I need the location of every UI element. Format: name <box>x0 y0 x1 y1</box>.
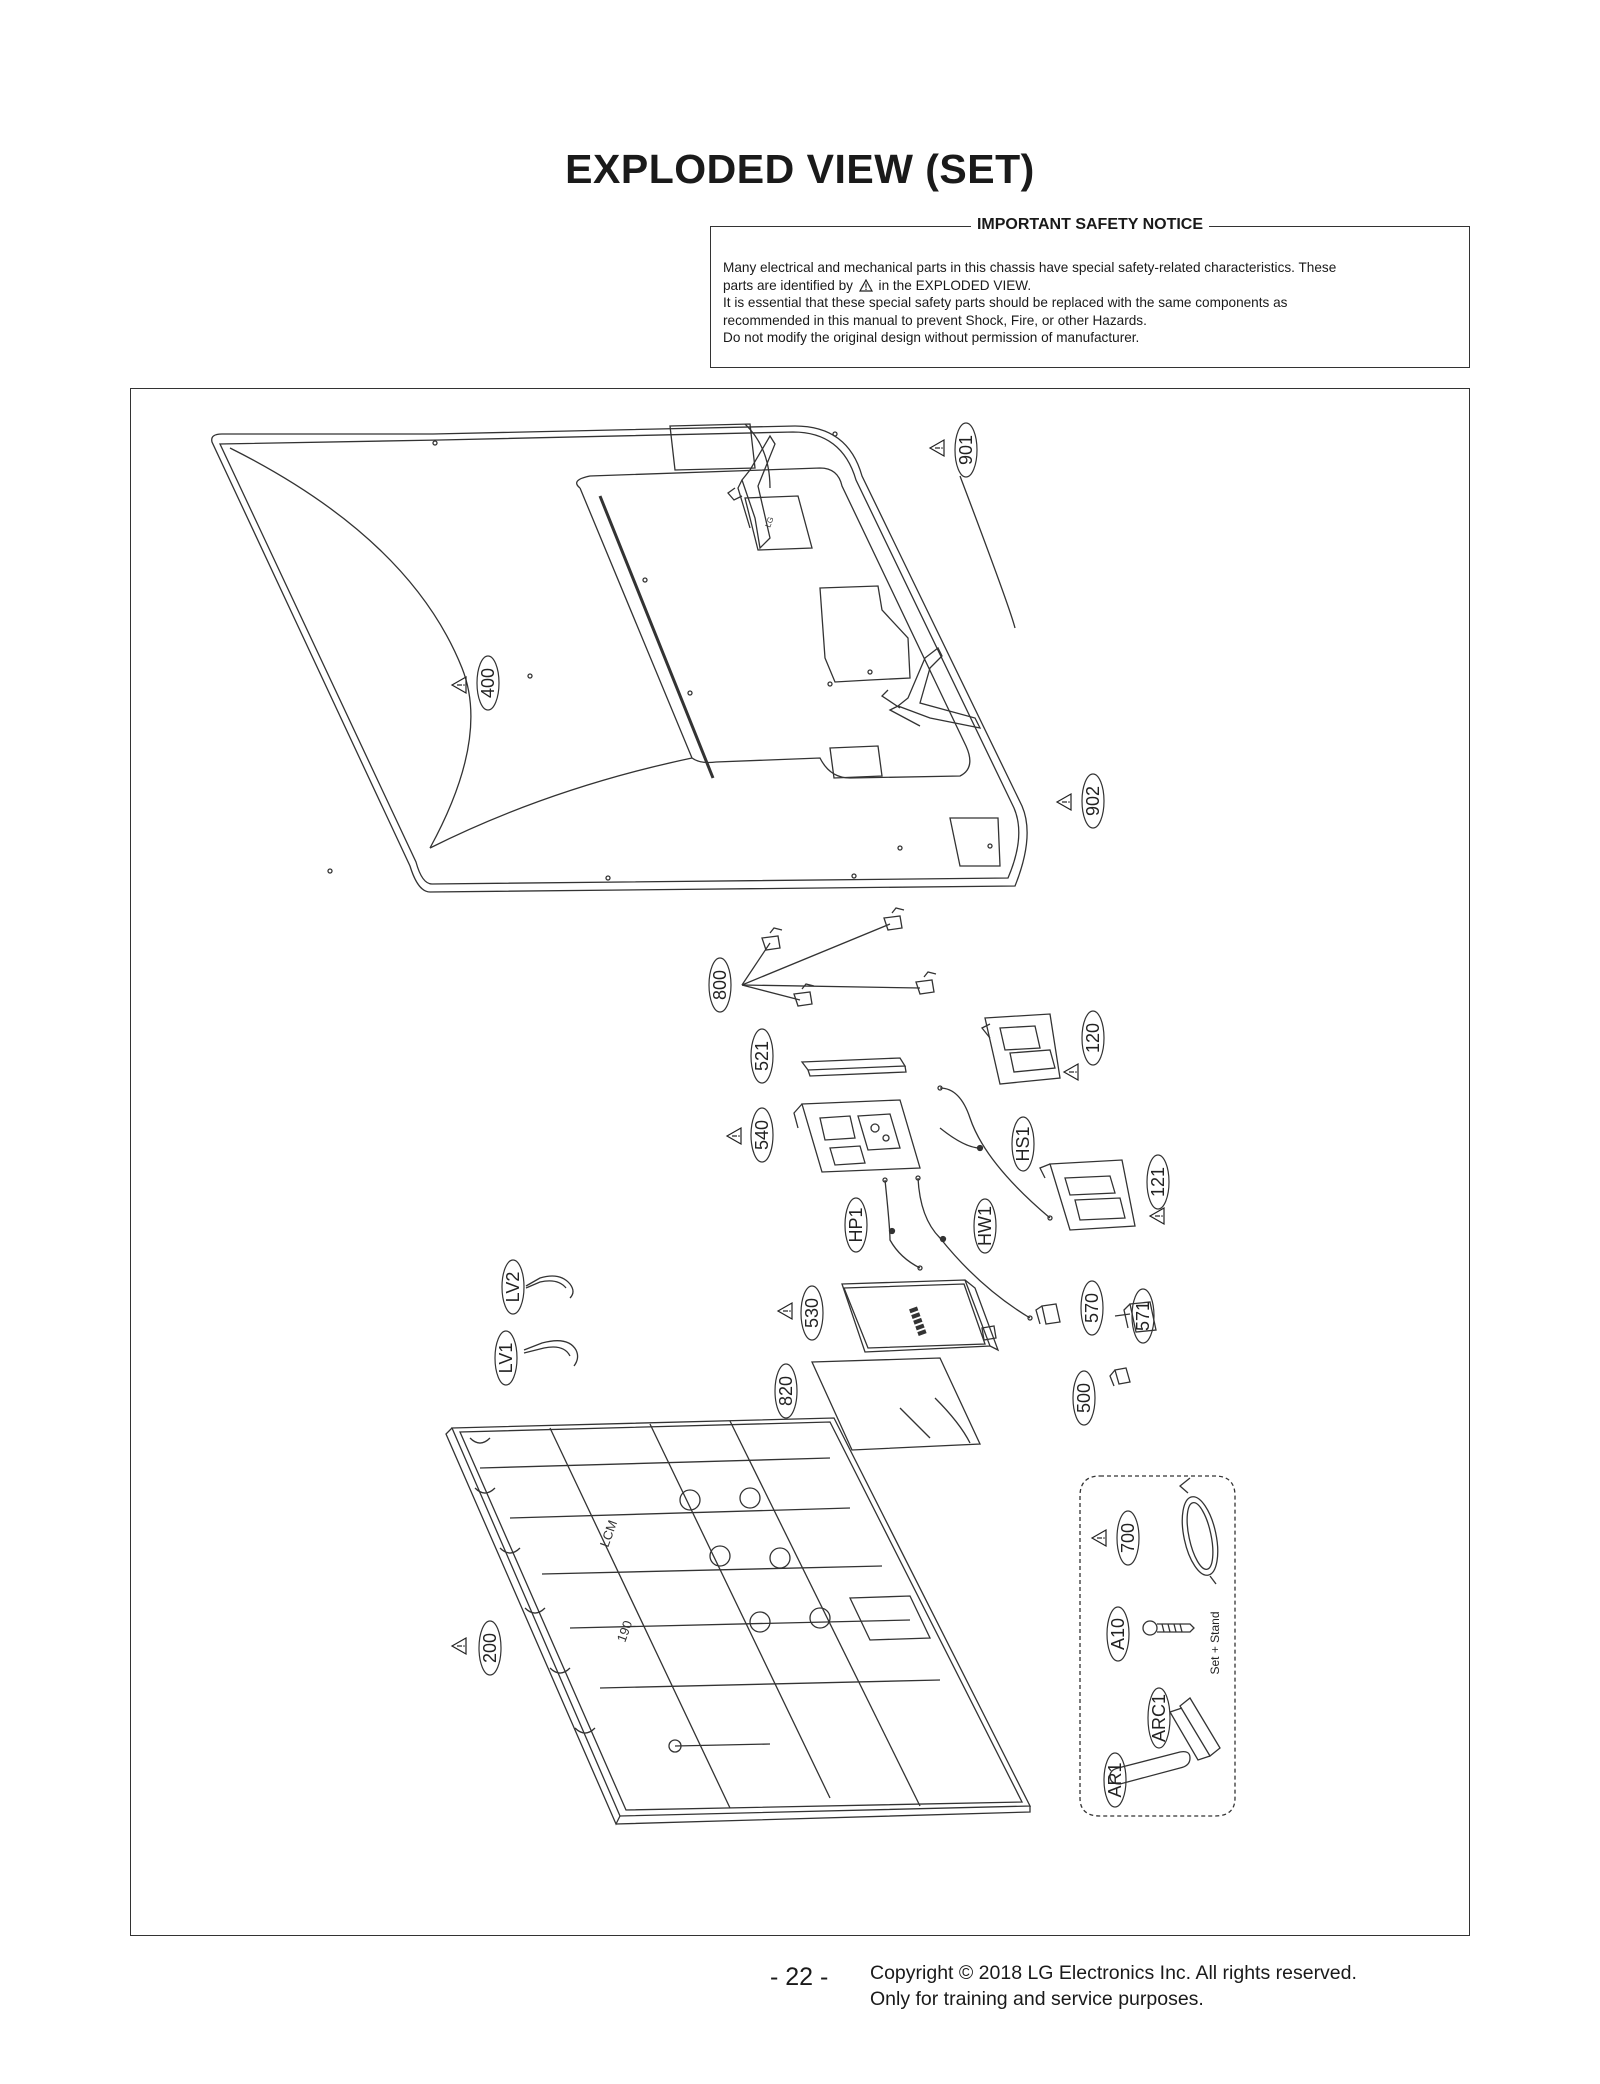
warning-triangle-icon <box>1091 1529 1107 1547</box>
warning-triangle-icon <box>858 278 873 292</box>
callout-570: 570 <box>1082 1293 1102 1323</box>
callout-500: 500 <box>1074 1383 1094 1413</box>
bracket-521 <box>800 1057 907 1077</box>
diagram-frame <box>130 388 1470 1936</box>
callout-540: 540 <box>752 1120 772 1150</box>
callout-120: 120 <box>1083 1023 1103 1053</box>
warning-triangle-icon <box>1063 1063 1079 1081</box>
warning-triangle-icon <box>451 1637 467 1655</box>
callout-700: 700 <box>1118 1523 1138 1553</box>
cable-LV2 <box>525 1275 574 1299</box>
notice-line-3: It is essential that these special safet… <box>723 295 1288 310</box>
warning-triangle-icon <box>1056 793 1072 811</box>
remote-AR1 <box>1109 1750 1191 1785</box>
callout-121: 121 <box>1148 1167 1168 1197</box>
callout-800: 800 <box>710 970 730 1000</box>
page-number: - 22 - <box>770 1963 829 1991</box>
exploded-view-diagram: LG <box>211 422 1236 1826</box>
safety-notice: IMPORTANT SAFETY NOTICE Many electrical … <box>710 216 1470 368</box>
part-500 <box>1109 1367 1131 1387</box>
power-board-120 <box>980 1013 1061 1085</box>
cable-HW1 <box>915 1175 1033 1321</box>
footer-copyright: Copyright © 2018 LG Electronics Inc. All… <box>870 1960 1357 2012</box>
callout-901: 901 <box>956 435 976 465</box>
warning-triangle-icon <box>451 676 467 694</box>
callout-LV2: LV2 <box>503 1272 523 1303</box>
callout-521: 521 <box>752 1041 772 1071</box>
notice-line-4: recommended in this manual to prevent Sh… <box>723 312 1147 328</box>
power-board-121 <box>1039 1159 1136 1231</box>
notice-line-2: parts are identified by in the EXPLODED … <box>723 277 1032 293</box>
callout-820: 820 <box>776 1376 796 1406</box>
callout-A10: A10 <box>1108 1618 1128 1650</box>
stand-901 <box>727 434 776 550</box>
callout-HS1: HS1 <box>1013 1126 1033 1161</box>
cable-HS1 <box>937 1085 1053 1221</box>
notice-line-1: Many electrical and mechanical parts in … <box>723 260 1337 275</box>
callout-ellipses <box>476 422 1171 1808</box>
callout-530: 530 <box>802 1298 822 1328</box>
callout-902: 902 <box>1083 786 1103 816</box>
callout-571: 571 <box>1133 1301 1153 1331</box>
part-571 <box>1114 1301 1157 1333</box>
copyright-line: Copyright © 2018 LG Electronics Inc. All… <box>870 1962 1357 1984</box>
main-board-540 <box>793 1099 921 1173</box>
warning-triangle-icon <box>777 1302 793 1320</box>
callout-ARC1: ARC1 <box>1149 1694 1169 1742</box>
lcm-marking: LCM <box>597 1518 620 1549</box>
accessory-box-label: Set + Stand <box>1208 1611 1222 1674</box>
notice-line-5: Do not modify the original design withou… <box>723 330 1140 345</box>
part-570 <box>1035 1303 1061 1325</box>
warning-triangle-icon <box>1149 1207 1165 1225</box>
purpose-line: Only for training and service purposes. <box>870 1988 1204 2010</box>
callout-HW1: HW1 <box>975 1206 995 1246</box>
cable-LV1 <box>523 1340 579 1367</box>
screw-A10 <box>1142 1620 1195 1636</box>
lcm-number-marking: 190 <box>614 1619 636 1645</box>
accessory-box <box>1079 1475 1236 1817</box>
safety-notice-heading: IMPORTANT SAFETY NOTICE <box>970 216 1210 233</box>
lcm-200: LCM 190 <box>445 1417 1032 1826</box>
callout-400: 400 <box>478 668 498 698</box>
board-530: ▮▮▮▮▮ <box>841 1279 1000 1353</box>
warning-triangle-icon <box>726 1127 742 1145</box>
warning-triangle-icon <box>929 439 945 457</box>
page-title: EXPLODED VIEW (SET) <box>565 146 1035 192</box>
callout-labels: 400 901 902 800 521 120 540 HS1 121 HP1 … <box>478 435 1222 1798</box>
stand-902 <box>880 647 982 729</box>
safety-markers <box>451 439 1165 1655</box>
shield-820 <box>811 1357 981 1451</box>
svg-text:▮▮▮▮▮: ▮▮▮▮▮ <box>907 1305 929 1338</box>
remote-ARC1 <box>1169 1697 1221 1761</box>
cable-HP1 <box>882 1177 923 1271</box>
safety-notice-body: Many electrical and mechanical parts in … <box>723 259 1457 347</box>
power-cord-700 <box>1178 1477 1219 1585</box>
callout-LV1: LV1 <box>496 1343 516 1374</box>
callout-HP1: HP1 <box>846 1207 866 1242</box>
screws-800 <box>741 907 937 1007</box>
callout-200: 200 <box>480 1633 500 1663</box>
callout-AR1: AR1 <box>1105 1762 1125 1797</box>
back-cover-400: LG <box>211 423 1028 893</box>
